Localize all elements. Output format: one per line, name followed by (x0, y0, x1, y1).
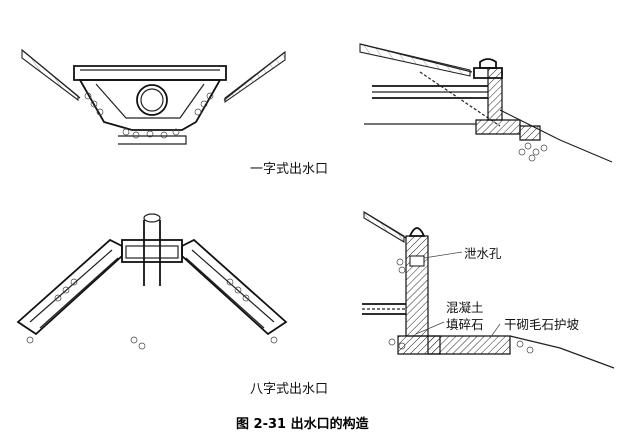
straight-outlet-side-section (359, 43, 613, 163)
pipe-section (136, 84, 168, 116)
splayed-outlet-section: 泄水孔 混凝土 填碎石 干砌毛石护坡 (362, 211, 615, 369)
splayed-outlet-plan (16, 213, 288, 350)
label-gravel: 填碎石 (446, 317, 484, 332)
label-masonry: 干砌毛石护坡 (504, 317, 580, 332)
caption-straight-outlet: 一字式出水口 (250, 162, 328, 177)
label-drain-hole: 泄水孔 (464, 246, 502, 261)
drain-hole (409, 255, 425, 267)
straight-outlet-section (21, 48, 286, 145)
caption-splayed-outlet: 八字式出水口 (250, 382, 328, 397)
figure-caption: 图 2-31 出水口的构造 (236, 416, 370, 432)
label-concrete: 混凝土 (446, 300, 484, 315)
